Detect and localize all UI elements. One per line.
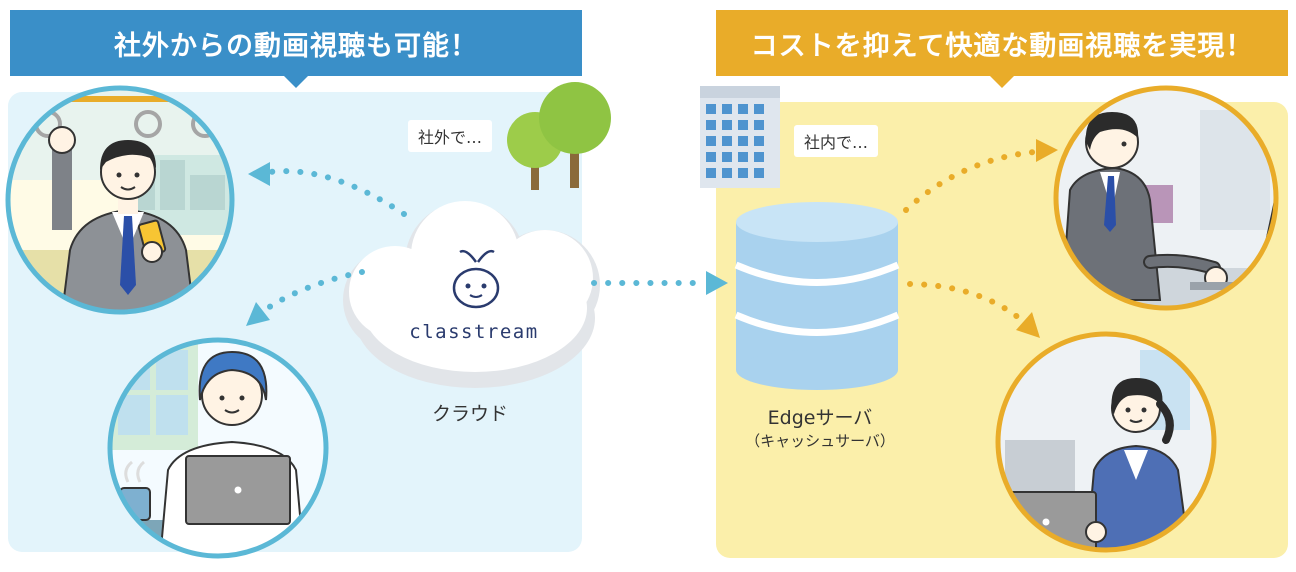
edge-server-label: Edgeサーバ: [767, 407, 873, 429]
office-building-icon: [700, 86, 780, 188]
outside-tag: 社外で…: [408, 120, 493, 152]
office-worker-woman-illustration: [995, 331, 1217, 553]
home-worker-illustration: [107, 337, 329, 559]
database-icon: [734, 202, 900, 390]
cloud-label: クラウド: [431, 403, 508, 425]
edge-server-sublabel: （キャッシュサーバ）: [745, 432, 895, 450]
blue-arrows: [246, 162, 728, 326]
inside-tag: 社内で…: [794, 125, 879, 157]
robot-logo-icon: [452, 249, 500, 309]
cloud-logo-text: classtream: [409, 321, 538, 343]
inside-banner: コストを抑えて快適な動画視聴を実現！: [716, 10, 1288, 88]
trees-icon: [507, 82, 611, 190]
office-worker-man-illustration: [1053, 85, 1279, 311]
orange-arrows: [903, 139, 1058, 338]
outside-banner: 社外からの動画視聴も可能！: [10, 10, 582, 88]
train-commuter-illustration: [5, 85, 235, 315]
